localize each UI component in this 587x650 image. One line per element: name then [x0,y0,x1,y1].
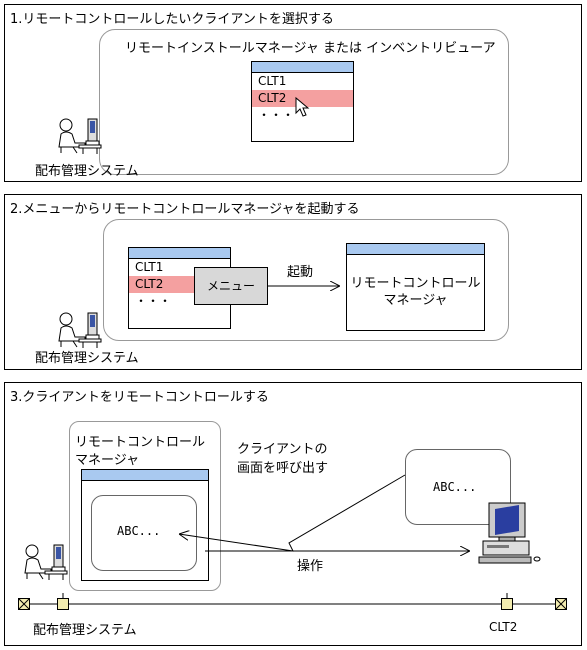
terminator-right-icon [555,598,567,610]
step1-title: 1.リモートコントロールしたいクライアントを選択する [10,12,334,27]
inventory-viewer-title: リモートインストールマネージャ または インベントリビューア [125,41,496,56]
node-connector-left-icon [57,598,69,610]
client-pc-icon [478,502,541,564]
operate-arrow [205,546,470,556]
window-titlebar [252,62,353,73]
manager-title-line2: マネージャ [75,453,140,468]
step3-panel: 3.クライアントをリモートコントロールする リモートコントロール マネージャ A… [4,382,582,646]
mouse-cursor-icon [295,96,310,117]
network-line [29,593,555,605]
list-item-clt2[interactable]: CLT2 [252,90,353,107]
list-item-more: ・・・ [258,108,295,122]
step2-system-label: 配布管理システム [35,351,139,366]
step2-panel: 2.メニューからリモートコントロールマネージャを起動する CLT1 CLT2 ・… [4,194,582,370]
callout-text-line1: クライアントの [237,442,328,457]
capture-screen-arrow [165,474,406,552]
step2-title: 2.メニューからリモートコントロールマネージャを起動する [10,202,360,217]
step3-system-label: 配布管理システム [33,623,137,638]
window-titlebar [347,244,484,255]
list-item-more: ・・・ [135,294,172,308]
client-screen-text: ABC... [117,524,161,538]
callout-text-line2: 画面を呼び出す [237,461,329,476]
admin-person-icon [58,118,102,155]
context-menu[interactable]: メニュー [194,267,268,305]
admin-person-icon [24,544,68,581]
step3-title: 3.クライアントをリモートコントロールする [10,390,269,405]
client-label: CLT2 [489,620,518,634]
list-item-clt1[interactable]: CLT1 [135,260,164,274]
list-item-clt1[interactable]: CLT1 [258,74,287,88]
window-titlebar [82,470,208,481]
client-list-window: CLT1 CLT2 ・・・ [251,61,354,142]
window-text-line1: リモートコントロール [350,276,481,291]
admin-person-icon [58,312,102,349]
context-menu-label: メニュー [206,279,255,293]
operate-label: 操作 [297,559,324,574]
launch-label: 起動 [287,265,314,280]
window-text-line2: マネージャ [383,293,448,308]
terminator-left-icon [18,598,30,610]
remote-control-manager-window: リモートコントロール マネージャ [346,243,485,331]
node-connector-right-icon [501,598,513,610]
launch-arrow [268,281,340,291]
step1-system-label: 配布管理システム [35,164,139,179]
manager-title-line1: リモートコントロール [75,435,206,450]
window-titlebar [129,248,230,259]
step1-panel: 1.リモートコントロールしたいクライアントを選択する リモートインストールマネー… [4,4,582,182]
remote-client-screen-text: ABC... [433,480,477,494]
